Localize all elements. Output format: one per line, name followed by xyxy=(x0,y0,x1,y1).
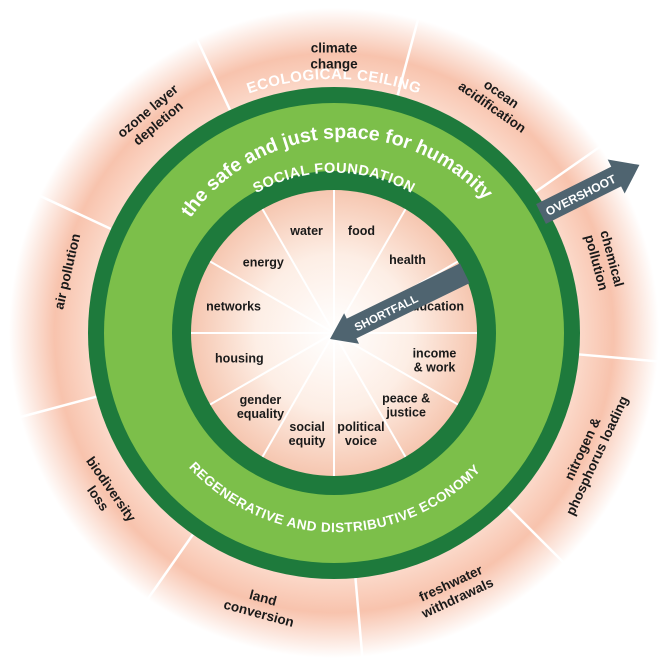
foundation_dimensions-energy: energy xyxy=(243,256,284,270)
inner-divider-2 xyxy=(334,208,407,332)
outer-divider-2 xyxy=(534,136,614,193)
label-line: income xyxy=(413,346,457,360)
outer-divider-5 xyxy=(354,577,365,666)
label-line: voice xyxy=(345,434,377,448)
foundation_dimensions-health: health xyxy=(389,253,426,267)
outer-divider-7 xyxy=(5,395,97,423)
label-line: political xyxy=(337,420,384,434)
label-line: food xyxy=(348,224,375,238)
foundation_dimensions-food: food xyxy=(348,224,375,238)
foundation_dimensions-networks: networks xyxy=(206,299,261,313)
outer-divider-9 xyxy=(189,24,232,111)
outer-divider-8 xyxy=(25,188,112,231)
label-line: peace & xyxy=(382,391,430,405)
label-line: water xyxy=(289,224,323,238)
label-line: justice xyxy=(385,405,426,419)
inner-divider-5 xyxy=(335,333,459,406)
foundation_dimensions-income-and-work: income& work xyxy=(413,346,457,374)
inner-divider-6 xyxy=(334,334,407,458)
outer-divider-6 xyxy=(137,533,194,613)
outer-dividers xyxy=(5,4,668,666)
foundation_dimensions-peace-and-justice: peace &justice xyxy=(382,391,430,419)
label-line: land xyxy=(248,587,279,609)
label-line: & work xyxy=(414,360,456,374)
inner-divider-8 xyxy=(261,334,334,458)
label-line: energy xyxy=(243,256,284,270)
label-line: housing xyxy=(215,352,264,366)
outer-divider-1 xyxy=(396,4,424,96)
label-line: gender xyxy=(240,393,282,407)
label-line: change xyxy=(310,57,358,72)
outer-divider-3 xyxy=(578,353,668,364)
foundation_dimensions-housing: housing xyxy=(215,352,264,366)
outer-divider-4 xyxy=(507,506,576,575)
label-line: health xyxy=(389,253,426,267)
label-line: climate xyxy=(311,41,358,56)
label-line: equity xyxy=(289,434,326,448)
inner-divider-12 xyxy=(261,208,334,332)
inner-divider-11 xyxy=(209,260,333,333)
label-line: equality xyxy=(237,407,284,421)
foundation_dimensions-water: water xyxy=(289,224,323,238)
inner-divider-9 xyxy=(209,333,333,406)
label-line: networks xyxy=(206,299,261,313)
inner-dividers xyxy=(191,190,477,476)
label-line: social xyxy=(289,420,324,434)
